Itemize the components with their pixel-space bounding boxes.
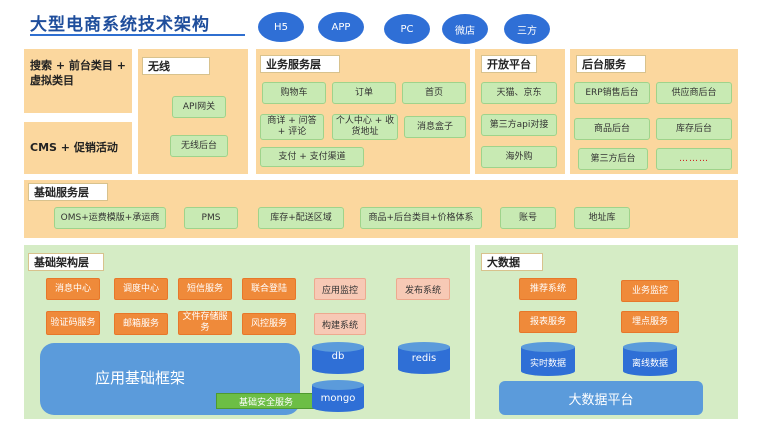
erp-backend-button[interactable]: ERP销售后台	[574, 82, 650, 104]
search-category-panel: 搜索 + 前台类目 + 虚拟类目	[24, 49, 132, 113]
mongo-cylinder-icon	[312, 380, 364, 412]
bigdata-panel: 大数据 推荐系统 业务监控 报表服务 埋点服务 实时数据 离线数据 大数据平台	[475, 245, 738, 419]
tmall-jd-button[interactable]: 天猫、京东	[481, 82, 557, 104]
release-system-button[interactable]: 发布系统	[396, 278, 450, 300]
wireless-backend-button[interactable]: 无线后台	[170, 135, 228, 157]
scheduling-center-button[interactable]: 调度中心	[114, 278, 168, 300]
business-service-panel: 业务服务层 购物车 订单 首页 商详 + 问答 + 评论 个人中心 + 收货地址…	[256, 49, 470, 174]
message-center-button[interactable]: 消息中心	[46, 278, 100, 300]
base-security-button[interactable]: 基础安全服务	[216, 393, 316, 409]
third-party-backend-button[interactable]: 第三方后台	[578, 148, 648, 170]
business-monitoring-button[interactable]: 业务监控	[621, 280, 679, 302]
app-monitoring-button[interactable]: 应用监控	[314, 278, 366, 300]
wireless-panel: 无线 API网关 无线后台	[138, 49, 248, 174]
product-backend-button[interactable]: 商品后台	[574, 118, 650, 140]
infrastructure-panel: 基础架构层 消息中心 调度中心 短信服务 联合登陆 应用监控 发布系统 验证码服…	[24, 245, 470, 419]
product-detail-button[interactable]: 商详 + 问答 + 评论	[260, 114, 324, 140]
open-platform-panel: 开放平台 天猫、京东 第三方api对接 海外购	[475, 49, 565, 174]
backend-header: 后台服务	[576, 55, 646, 73]
client-weidian[interactable]: 微店	[442, 14, 488, 44]
api-gateway-button[interactable]: API网关	[172, 96, 226, 118]
base-service-header: 基础服务层	[28, 183, 108, 201]
account-button[interactable]: 账号	[500, 207, 556, 229]
mongo-label: mongo	[320, 393, 356, 404]
report-service-button[interactable]: 报表服务	[519, 311, 577, 333]
cart-button[interactable]: 购物车	[262, 82, 326, 104]
payment-button[interactable]: 支付 + 支付渠道	[260, 147, 364, 167]
build-system-button[interactable]: 构建系统	[314, 313, 366, 335]
redis-label: redis	[411, 353, 437, 364]
offline-data-label: 离线数据	[631, 359, 668, 369]
third-party-api-button[interactable]: 第三方api对接	[481, 114, 557, 136]
client-pc[interactable]: PC	[384, 14, 430, 44]
db-label: db	[331, 351, 345, 362]
title-underline	[30, 34, 245, 36]
client-third-party[interactable]: 三方	[504, 14, 550, 44]
sms-service-button[interactable]: 短信服务	[178, 278, 232, 300]
address-library-button[interactable]: 地址库	[574, 207, 630, 229]
base-service-panel: 基础服务层 OMS+运费模版+承运商 PMS 库存+配送区域 商品+后台类目+价…	[24, 180, 738, 238]
captcha-service-button[interactable]: 验证码服务	[46, 311, 100, 335]
oms-button[interactable]: OMS+运费模版+承运商	[54, 207, 166, 229]
search-category-text: 搜索 + 前台类目 + 虚拟类目	[30, 59, 126, 87]
homepage-button[interactable]: 首页	[402, 82, 466, 104]
email-service-button[interactable]: 邮箱服务	[114, 313, 168, 335]
realtime-data-label: 实时数据	[529, 359, 566, 369]
bigdata-platform-block: 大数据平台	[499, 381, 703, 415]
file-storage-button[interactable]: 文件存储服务	[178, 311, 232, 335]
inventory-backend-button[interactable]: 库存后台	[656, 118, 732, 140]
offline-data-cylinder-icon	[623, 342, 677, 376]
risk-control-button[interactable]: 风控服务	[242, 313, 296, 335]
app-framework-label: 应用基础框架	[94, 369, 185, 387]
wireless-header: 无线	[142, 57, 210, 75]
client-app[interactable]: APP	[318, 12, 364, 42]
order-button[interactable]: 订单	[332, 82, 396, 104]
client-h5[interactable]: H5	[258, 12, 304, 42]
pms-button[interactable]: PMS	[184, 207, 238, 229]
cms-promotion-text: CMS + 促销活动	[30, 141, 118, 154]
message-box-button[interactable]: 消息盒子	[404, 116, 466, 138]
more-backend-ellipsis: ………	[656, 148, 732, 170]
app-framework-block: 应用基础框架 基础安全服务	[40, 343, 316, 415]
cross-border-button[interactable]: 海外购	[481, 146, 557, 168]
db-cylinder-icon	[312, 342, 364, 374]
personal-center-button[interactable]: 个人中心 + 收货地址	[332, 114, 398, 140]
business-header: 业务服务层	[260, 55, 340, 73]
realtime-data-cylinder-icon	[521, 342, 575, 376]
supplier-backend-button[interactable]: 供应商后台	[656, 82, 732, 104]
tracking-service-button[interactable]: 埋点服务	[621, 311, 679, 333]
recommendation-button[interactable]: 推荐系统	[519, 278, 577, 300]
open-platform-header: 开放平台	[481, 55, 537, 73]
infrastructure-header: 基础架构层	[28, 253, 104, 271]
inventory-delivery-button[interactable]: 库存+配送区域	[258, 207, 344, 229]
redis-cylinder-icon	[398, 342, 450, 374]
page-title: 大型电商系统技术架构	[30, 15, 210, 35]
product-category-price-button[interactable]: 商品+后台类目+价格体系	[360, 207, 482, 229]
cms-promotion-panel: CMS + 促销活动	[24, 122, 132, 174]
backend-panel: 后台服务 ERP销售后台 供应商后台 商品后台 库存后台 第三方后台 ………	[570, 49, 738, 174]
joint-login-button[interactable]: 联合登陆	[242, 278, 296, 300]
bigdata-header: 大数据	[481, 253, 543, 271]
